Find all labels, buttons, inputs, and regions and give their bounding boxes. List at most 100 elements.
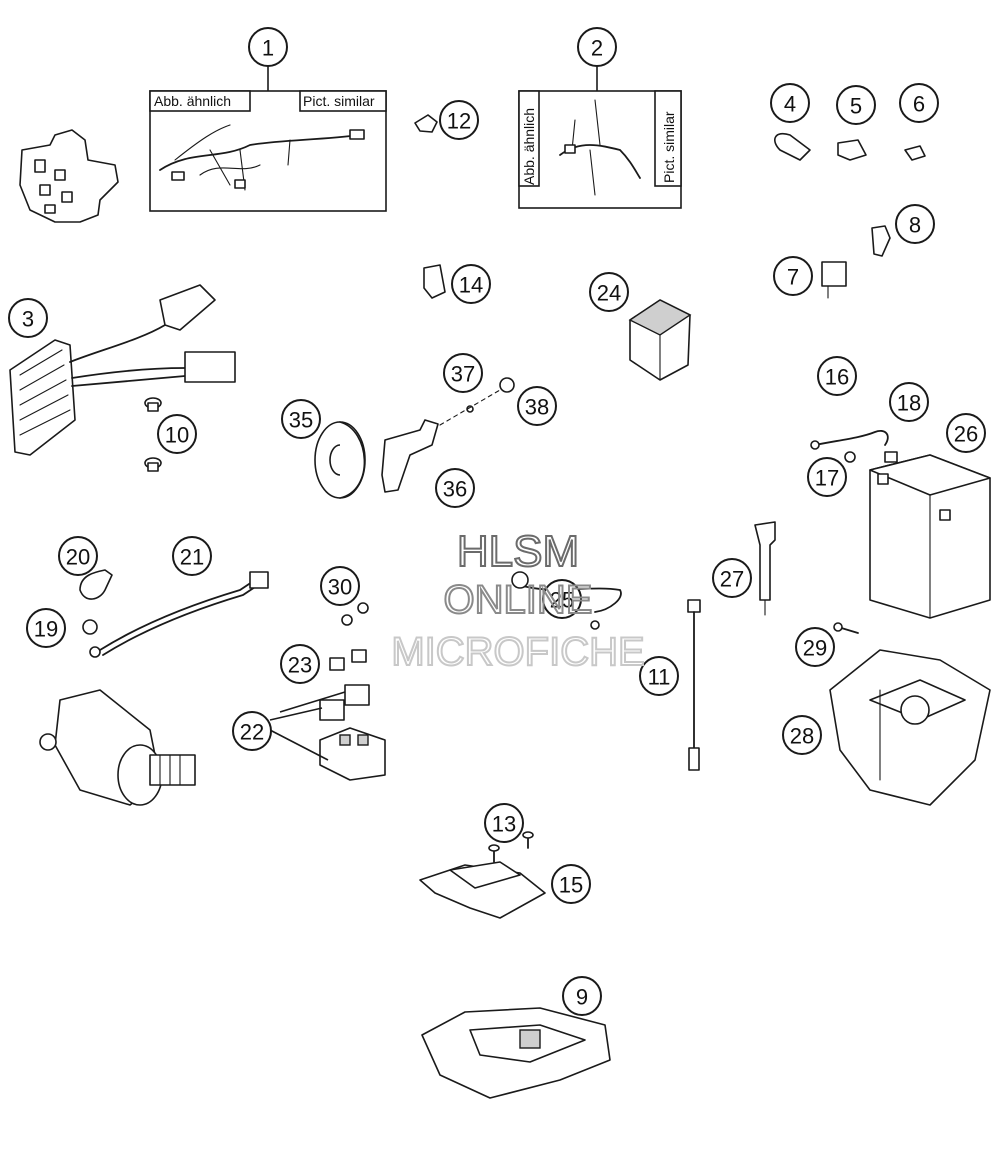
callout-number-35: 35 xyxy=(289,408,313,433)
callout-18: 18 xyxy=(889,382,929,422)
callout-number-8: 8 xyxy=(909,213,921,238)
callout-number-12: 12 xyxy=(447,109,471,134)
callout-number-2: 2 xyxy=(591,36,603,61)
callout-circle-8 xyxy=(895,204,935,244)
callout-5: 5 xyxy=(836,85,876,125)
callout-number-20: 20 xyxy=(66,545,90,570)
callout-number-15: 15 xyxy=(559,873,583,898)
callout-2: 2 xyxy=(577,27,617,67)
callout-number-27: 27 xyxy=(720,567,744,592)
screw-10-illustration xyxy=(144,397,162,472)
callout-number-29: 29 xyxy=(803,636,827,661)
callout-24: 24 xyxy=(589,272,629,312)
callout-number-4: 4 xyxy=(784,92,796,117)
callout-number-16: 16 xyxy=(825,365,849,390)
callout-circle-11 xyxy=(639,656,679,696)
callout-circle-23 xyxy=(280,644,320,684)
callout-number-10: 10 xyxy=(165,423,189,448)
callout-10: 10 xyxy=(157,414,197,454)
callout-11: 11 xyxy=(639,656,679,696)
callout-22: 22 xyxy=(232,711,272,751)
cover-15-illustration xyxy=(419,861,546,919)
callout-number-24: 24 xyxy=(597,281,621,306)
callout-9: 9 xyxy=(562,976,602,1016)
callout-circle-35 xyxy=(281,399,321,439)
callout-number-30: 30 xyxy=(328,575,352,600)
callout-number-22: 22 xyxy=(240,720,264,745)
callout-16: 16 xyxy=(817,356,857,396)
similar-label-en: Pict. similar xyxy=(303,93,375,109)
callout-circle-36 xyxy=(435,468,475,508)
watermark-line-2: ONLINE xyxy=(444,578,593,622)
starter-motor-illustration xyxy=(39,689,196,806)
similar-label-de: Abb. ähnlich xyxy=(154,93,231,109)
callout-circle-27 xyxy=(712,558,752,598)
similar-label-en-vertical: Pict. similar xyxy=(661,111,677,183)
relay-7-illustration xyxy=(821,261,847,299)
screw-18-illustration xyxy=(884,451,898,463)
callout-number-21: 21 xyxy=(180,545,204,570)
callout-21: 21 xyxy=(172,536,212,576)
tray-9-illustration xyxy=(421,1007,611,1099)
screws-13-illustration xyxy=(488,831,534,863)
horn-35-illustration xyxy=(314,421,366,499)
callout-number-11: 11 xyxy=(648,665,671,690)
callout-number-23: 23 xyxy=(288,653,312,678)
callout-number-38: 38 xyxy=(525,395,549,420)
callout-circle-26 xyxy=(946,413,986,453)
nut-19-illustration xyxy=(82,619,98,635)
callout-circle-24 xyxy=(589,272,629,312)
clip-5-illustration xyxy=(837,139,867,161)
callout-circle-13 xyxy=(484,803,524,843)
fuse-holder-27-illustration xyxy=(754,521,776,616)
callout-number-17: 17 xyxy=(815,466,839,491)
cable-11-illustration xyxy=(687,599,701,771)
callout-circle-2 xyxy=(577,27,617,67)
holder-8-illustration xyxy=(871,225,891,257)
callout-circle-29 xyxy=(795,627,835,667)
battery-26-illustration xyxy=(869,454,991,619)
callout-20: 20 xyxy=(58,536,98,576)
callout-number-3: 3 xyxy=(22,307,34,332)
callout-circle-3 xyxy=(8,298,48,338)
watermark-line-1: HLSM xyxy=(457,527,579,576)
callout-number-25: 25 xyxy=(550,588,574,613)
callout-circle-17 xyxy=(807,457,847,497)
screws-30-illustration xyxy=(341,602,369,626)
callout-circle-14 xyxy=(451,264,491,304)
callout-25: 25 xyxy=(542,579,582,619)
callout-number-13: 13 xyxy=(492,812,516,837)
callout-circle-22 xyxy=(232,711,272,751)
callout-7: 7 xyxy=(773,256,813,296)
connector-14-illustration xyxy=(423,264,446,299)
nut-38-illustration xyxy=(439,377,515,426)
callout-14: 14 xyxy=(451,264,491,304)
callout-29: 29 xyxy=(795,627,835,667)
fuses-23-illustration xyxy=(329,649,367,671)
callout-circle-5 xyxy=(836,85,876,125)
clip-6-illustration xyxy=(904,145,926,161)
callout-circle-38 xyxy=(517,386,557,426)
battery-holder-28-illustration xyxy=(829,649,991,806)
callout-38: 38 xyxy=(517,386,557,426)
wiring-harness-secondary-box: Abb. ähnlich Pict. similar xyxy=(518,90,682,209)
wiring-harness-main-box: Abb. ähnlich Pict. similar xyxy=(149,90,387,212)
callout-19: 19 xyxy=(26,608,66,648)
callout-35: 35 xyxy=(281,399,321,439)
callout-number-36: 36 xyxy=(443,477,467,502)
callout-1: 1 xyxy=(248,27,288,67)
callout-number-9: 9 xyxy=(576,985,588,1010)
callout-circle-15 xyxy=(551,864,591,904)
cable-tie-4-illustration xyxy=(774,132,811,161)
callout-circle-10 xyxy=(157,414,197,454)
callout-circle-37 xyxy=(443,353,483,393)
washer-17-illustration xyxy=(844,451,856,463)
callout-number-14: 14 xyxy=(459,273,483,298)
relay-22-illustration xyxy=(319,684,386,781)
leader-lines xyxy=(267,66,598,761)
callout-circle-4 xyxy=(770,83,810,123)
similar-label-de-vertical: Abb. ähnlich xyxy=(521,108,537,185)
callout-13: 13 xyxy=(484,803,524,843)
callout-30: 30 xyxy=(320,566,360,606)
